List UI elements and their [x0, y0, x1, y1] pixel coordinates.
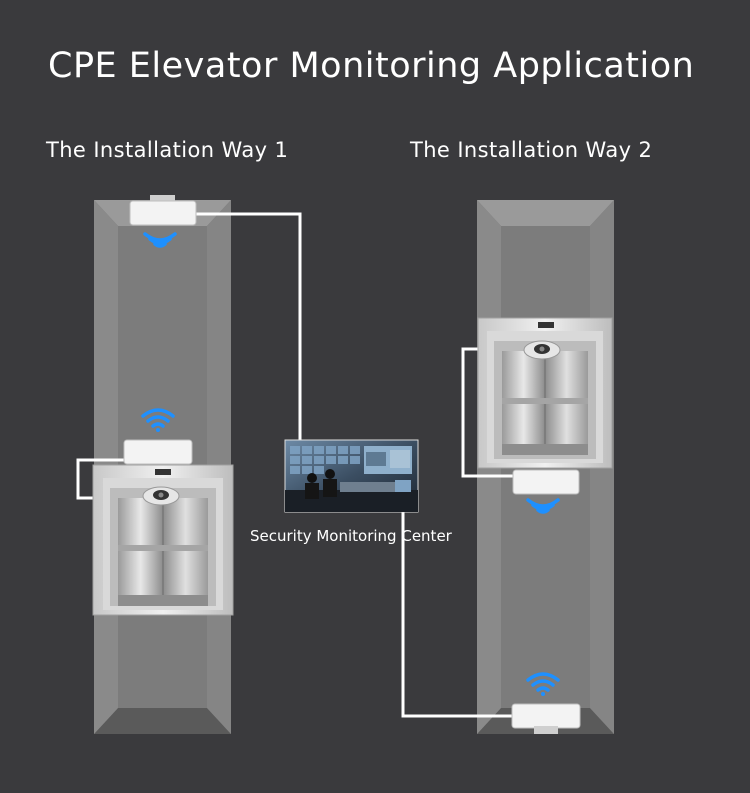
page-title: CPE Elevator Monitoring Application	[48, 46, 695, 86]
wifi-signal-icon	[526, 498, 560, 514]
cpe-device-way1-top	[129, 195, 197, 226]
monitoring-center-label: Security Monitoring Center	[250, 527, 452, 545]
way1-label: The Installation Way 1	[46, 138, 289, 162]
way2-label: The Installation Way 2	[410, 138, 653, 162]
wifi-signal-icon	[526, 672, 560, 696]
cable-way2-bottom	[401, 512, 512, 718]
monitoring-center-image	[284, 439, 419, 513]
wifi-signal-icon	[143, 232, 177, 248]
wifi-signal-icon	[141, 408, 175, 432]
cpe-device-way1-cabin	[123, 439, 193, 465]
elevator-cabin-2	[477, 317, 613, 469]
cable-way1-top	[196, 212, 302, 440]
dome-camera-icon	[142, 486, 180, 506]
elevator-cabin-1	[92, 464, 234, 616]
cpe-device-way2-bottom	[511, 703, 581, 734]
cpe-device-way2-cabin	[512, 469, 580, 495]
dome-camera-icon	[523, 340, 561, 360]
